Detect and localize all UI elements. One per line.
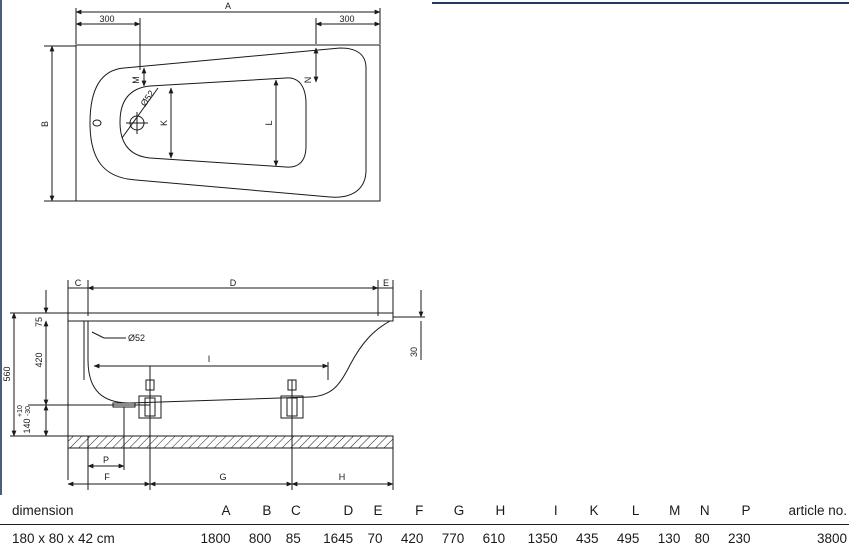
table-header-cell: A xyxy=(221,502,231,518)
dim-420-label: 420 xyxy=(34,352,44,367)
overflow-plan xyxy=(92,119,102,127)
header-rule xyxy=(432,2,849,4)
table-cell: 70 xyxy=(367,530,383,546)
table-header-cell: G xyxy=(453,502,465,518)
tub-rim-plan xyxy=(89,47,367,198)
left-edge-bar xyxy=(0,0,2,495)
table-header-cell: dimension xyxy=(12,502,74,518)
table-cell: 180 x 80 x 42 cm xyxy=(12,530,115,546)
table-header-cell: article no. xyxy=(788,502,847,518)
table-header-cell: F xyxy=(415,502,424,518)
dim-300-right-label: 300 xyxy=(339,14,354,24)
table-header-cell: B xyxy=(262,502,272,518)
side-view-labels: C D E I Ø52 560 420 75 30 140 +10 -30 P … xyxy=(2,278,419,482)
dim-30-label: 30 xyxy=(409,347,419,357)
dim-140-label: 140 xyxy=(22,418,32,433)
plan-view-labels: A 300 300 B M N K L Ø52 xyxy=(40,1,355,127)
table-cell: 3800 xyxy=(816,530,847,546)
dim-H-label: H xyxy=(339,472,346,482)
table-cell: 230 xyxy=(728,530,751,546)
tub-outline-plan xyxy=(75,44,381,202)
table-cell: 495 xyxy=(616,530,640,546)
dim-D-label: D xyxy=(230,278,237,288)
table-cell: 1350 xyxy=(527,530,558,546)
floor-hatch xyxy=(67,435,394,449)
table-cell: 800 xyxy=(248,530,272,546)
table-header-cell: I xyxy=(553,502,558,518)
table-header-cell: D xyxy=(343,502,354,518)
table-cell: 610 xyxy=(482,530,506,546)
table-row: 180 x 80 x 42 cm 1800 800 85 1645 70 420… xyxy=(0,524,849,552)
table-header-cell: E xyxy=(373,502,383,518)
dim-F-label: F xyxy=(104,472,110,482)
table-cell: 1800 xyxy=(200,530,231,546)
table-header-cell: K xyxy=(589,502,599,518)
dim-G-label: G xyxy=(219,472,226,482)
table-cell: 130 xyxy=(657,530,681,546)
dim-B-label: B xyxy=(40,121,50,127)
table-header-cell: L xyxy=(631,502,640,518)
dim-560-label: 560 xyxy=(2,366,12,381)
plan-view xyxy=(44,8,381,202)
table-header-cell: N xyxy=(699,502,710,518)
table-header-cell: C xyxy=(290,502,301,518)
dim-minus30-label: -30 xyxy=(25,406,32,416)
dim-I-label: I xyxy=(208,354,211,364)
dim-E-label: E xyxy=(383,278,389,288)
table-cell: 770 xyxy=(441,530,465,546)
table-header-cell: M xyxy=(669,502,681,518)
drain-diameter-label: Ø52 xyxy=(139,88,157,108)
tub-body-side xyxy=(87,320,391,404)
dim-75-label: 75 xyxy=(34,317,44,327)
dim-M-label: M xyxy=(131,76,141,84)
table-cell: 420 xyxy=(400,530,424,546)
table-cell: 1645 xyxy=(323,530,354,546)
tub-rim-side xyxy=(67,312,394,322)
table-cell: 435 xyxy=(576,530,599,546)
table-header-cell: H xyxy=(495,502,506,518)
table-cell: 85 xyxy=(285,530,301,546)
dim-N-label: N xyxy=(303,77,313,84)
dim-P-label: P xyxy=(103,455,109,465)
dim-A-label: A xyxy=(225,1,231,11)
dim-K-label: K xyxy=(159,120,169,126)
overflow-diameter-label: Ø52 xyxy=(128,333,145,343)
dim-plus10-label: +10 xyxy=(17,405,24,417)
dimension-table: dimension A B C D E F G H I K L M N P ar… xyxy=(0,497,849,552)
dim-C-label: C xyxy=(75,278,82,288)
table-header-row: dimension A B C D E F G H I K L M N P ar… xyxy=(0,497,849,524)
table-cell: 80 xyxy=(694,530,710,546)
technical-drawing: A 300 300 B M N K L Ø52 xyxy=(2,1,425,490)
table-header-cell: P xyxy=(741,502,751,518)
tub-basin-plan xyxy=(119,77,307,168)
dim-300-left-label: 300 xyxy=(99,14,114,24)
side-view xyxy=(10,280,425,490)
dim-L-label: L xyxy=(264,120,274,125)
